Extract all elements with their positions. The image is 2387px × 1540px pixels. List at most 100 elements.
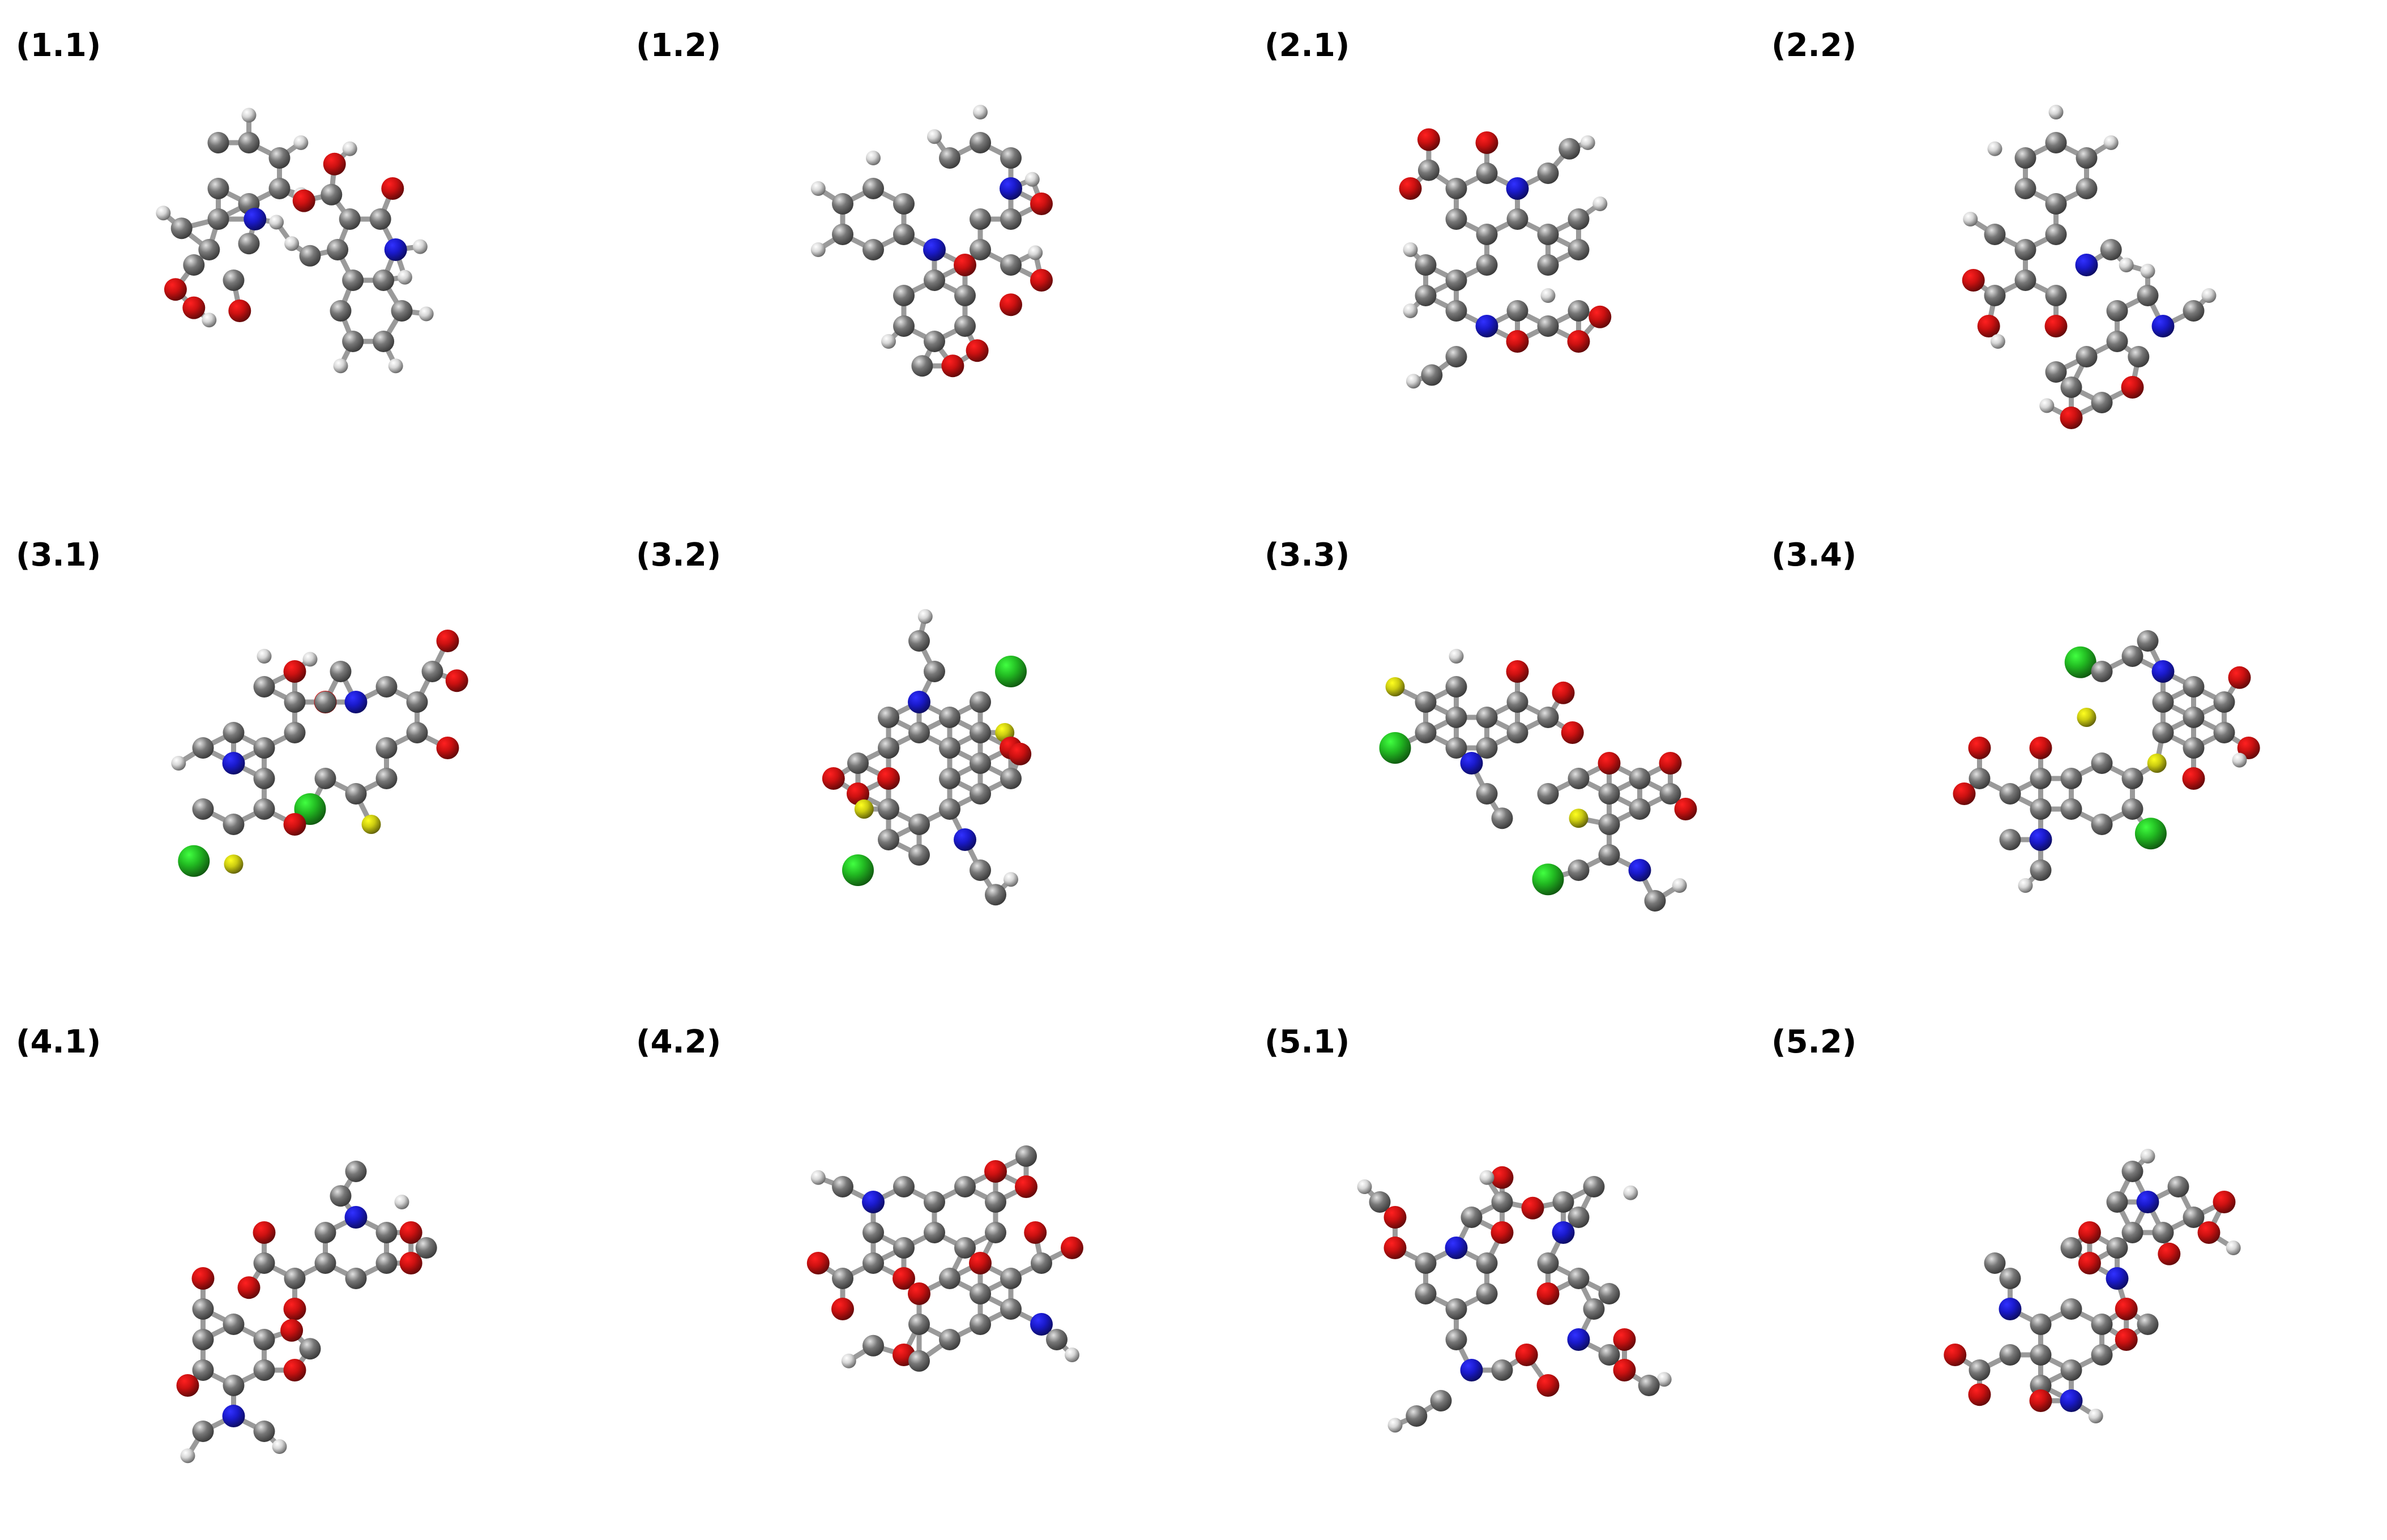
nitrogen-atom xyxy=(244,208,267,230)
carbon-atom xyxy=(268,147,291,169)
oxygen-atom xyxy=(1521,1196,1544,1220)
carbon-atom xyxy=(2152,691,2174,713)
carbon-atom xyxy=(1417,159,1440,181)
carbon-atom xyxy=(2045,361,2067,383)
carbon-atom xyxy=(1968,768,1991,789)
oxygen-atom xyxy=(2197,1221,2221,1244)
carbon-atom xyxy=(2060,1237,2082,1259)
carbon-atom xyxy=(1000,768,1022,789)
carbon-atom xyxy=(406,722,428,743)
nitrogen-atom xyxy=(1628,859,1651,882)
carbon-atom xyxy=(2183,1207,2205,1228)
carbon-atom xyxy=(1000,208,1022,230)
carbon-atom xyxy=(2091,661,2113,682)
hydrogen-atom xyxy=(1540,288,1556,303)
molecule-structure xyxy=(822,609,1032,906)
molecule-structure xyxy=(156,108,434,374)
hydrogen-atom xyxy=(419,306,434,322)
oxygen-atom xyxy=(1383,1237,1407,1259)
nitrogen-atom xyxy=(2075,254,2098,276)
carbon-atom xyxy=(1629,768,1651,789)
oxygen-atom xyxy=(1598,752,1621,775)
carbon-atom xyxy=(1445,270,1467,291)
carbon-atom xyxy=(192,737,214,759)
panel-label: (4.2) xyxy=(636,1024,721,1060)
carbon-atom xyxy=(832,1268,853,1289)
carbon-atom xyxy=(1568,208,1590,230)
carbon-atom xyxy=(2106,300,2128,322)
carbon-atom xyxy=(1015,1145,1037,1167)
carbon-atom xyxy=(2213,722,2235,743)
carbon-atom xyxy=(1644,890,1666,912)
carbon-atom xyxy=(2060,1359,2082,1381)
oxygen-atom xyxy=(228,300,251,322)
carbon-atom xyxy=(1000,1298,1022,1320)
carbon-atom xyxy=(1476,254,1498,276)
carbon-atom xyxy=(375,768,398,789)
hydrogen-atom xyxy=(2103,135,2119,150)
oxygen-atom xyxy=(2228,666,2251,689)
carbon-atom xyxy=(1476,1283,1498,1304)
carbon-atom xyxy=(1598,814,1620,835)
oxygen-atom xyxy=(1944,1344,1967,1366)
carbon-atom xyxy=(373,331,395,352)
carbon-atom xyxy=(2137,285,2159,306)
carbon-atom xyxy=(939,707,960,728)
hydrogen-atom xyxy=(180,1448,195,1464)
nitrogen-atom xyxy=(1552,1221,1575,1244)
nitrogen-atom xyxy=(1030,1313,1053,1336)
carbon-atom xyxy=(1598,783,1620,805)
oxygen-atom xyxy=(908,1282,930,1305)
carbon-atom xyxy=(1476,783,1498,805)
carbon-atom xyxy=(1506,691,1528,713)
hydrogen-atom xyxy=(2088,1409,2103,1423)
carbon-atom xyxy=(1629,798,1651,820)
carbon-atom xyxy=(908,814,930,835)
carbon-atom xyxy=(862,1334,884,1357)
oxygen-atom xyxy=(1953,782,1976,805)
carbon-atom xyxy=(970,783,991,805)
carbon-atom xyxy=(878,798,899,820)
carbon-atom xyxy=(2045,224,2067,245)
carbon-atom xyxy=(893,1237,915,1259)
carbon-atom xyxy=(893,285,915,306)
nitrogen-atom xyxy=(2029,828,2052,851)
molecule-panel-4-1: (4.1) xyxy=(0,996,620,1540)
carbon-atom xyxy=(345,1268,367,1289)
panel-label: (5.1) xyxy=(1265,1024,1350,1060)
carbon-atom xyxy=(223,814,245,835)
carbon-atom xyxy=(2014,147,2036,169)
molecule-panel-2-1: (2.1) xyxy=(1249,0,1756,510)
carbon-atom xyxy=(2030,859,2052,881)
carbon-atom xyxy=(192,1421,214,1442)
oxygen-atom xyxy=(191,1267,215,1290)
carbon-atom xyxy=(893,315,915,337)
carbon-atom xyxy=(924,661,945,682)
carbon-atom xyxy=(1476,1252,1498,1274)
hydrogen-atom xyxy=(302,652,318,667)
carbon-atom xyxy=(198,239,220,260)
molecule-panel-1-1: (1.1) xyxy=(0,0,620,510)
hydrogen-atom xyxy=(1406,374,1421,389)
hydrogen-atom xyxy=(1990,334,2005,349)
hydrogen-atom xyxy=(397,270,412,285)
carbon-atom xyxy=(1558,138,1581,160)
carbon-atom xyxy=(223,270,245,291)
carbon-atom xyxy=(2121,1222,2143,1243)
carbon-atom xyxy=(375,1222,398,1243)
carbon-atom xyxy=(375,737,398,759)
hydrogen-atom xyxy=(1065,1348,1079,1362)
oxygen-atom xyxy=(1567,330,1590,353)
oxygen-atom xyxy=(182,296,206,319)
carbon-atom xyxy=(862,1252,884,1274)
oxygen-atom xyxy=(2115,1328,2138,1351)
carbon-atom xyxy=(954,285,976,306)
oxygen-atom xyxy=(1536,1282,1560,1305)
atoms xyxy=(822,609,1032,906)
carbon-atom xyxy=(2060,377,2082,398)
carbon-atom xyxy=(1445,208,1467,230)
carbon-atom xyxy=(1491,1359,1513,1381)
carbon-atom xyxy=(954,1237,976,1259)
carbon-atom xyxy=(1415,722,1437,743)
oxygen-atom xyxy=(1475,131,1498,154)
